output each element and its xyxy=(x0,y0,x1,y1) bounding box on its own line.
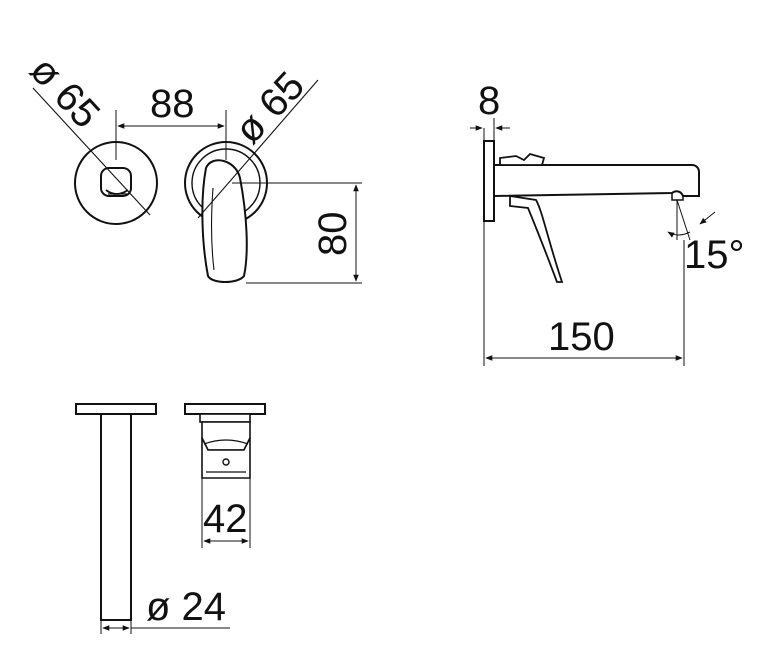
dimension-rosette-thickness xyxy=(470,118,510,141)
dimension-rosette-spacing xyxy=(115,110,227,160)
label-body-depth: 42 xyxy=(203,497,248,541)
side-view-mixer xyxy=(483,140,700,283)
dimension-pipe-diameter xyxy=(100,620,230,634)
label-right-rosette-diameter: ø 65 xyxy=(226,64,313,153)
dimension-spout-projection xyxy=(483,221,685,366)
dimension-spout-angle xyxy=(667,199,716,241)
dimension-handle-height xyxy=(232,182,362,284)
label-rosette-thickness: 8 xyxy=(478,79,500,123)
label-spout-angle: 15° xyxy=(684,233,745,277)
built-in-mixer-body xyxy=(184,403,266,479)
front-view-handle-rosette xyxy=(184,79,319,283)
label-left-rosette-diameter: ø 65 xyxy=(21,48,108,137)
label-handle-height: 80 xyxy=(311,212,355,257)
built-in-pipe xyxy=(75,403,157,621)
label-rosette-spacing: 88 xyxy=(150,82,195,126)
label-spout-projection: 150 xyxy=(548,315,615,359)
dimension-body-depth xyxy=(201,478,251,548)
label-pipe-diameter: ø 24 xyxy=(146,585,226,629)
